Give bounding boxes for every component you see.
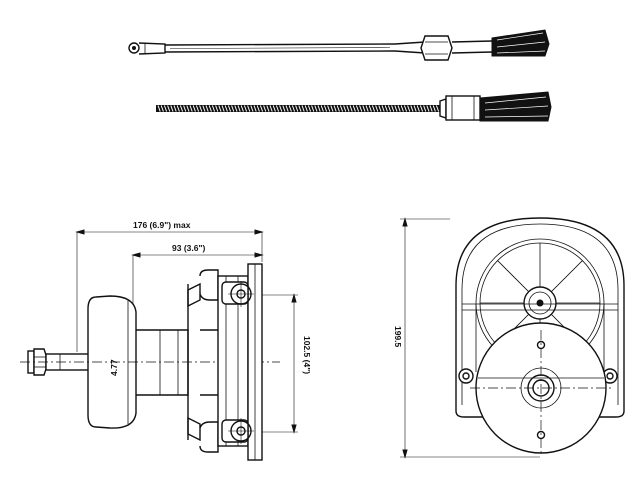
corner-bolt-left — [458, 368, 474, 384]
helm-front-view: 199.5 — [393, 217, 625, 459]
dim-bolt-spacing: 102.5 (4") — [262, 293, 312, 434]
cable-helical-core — [156, 91, 552, 122]
dim-overall-length-label: 176 (6.9") max — [133, 220, 191, 230]
dim-bolt-spacing-label: 102.5 (4") — [302, 336, 312, 374]
cable-rod-end — [128, 29, 550, 61]
dim-front-height: 199.5 — [393, 217, 540, 459]
helm-face-disc — [470, 322, 612, 455]
dim-overall-length: 176 (6.9") max — [75, 220, 264, 352]
dim-shaft-height-label: 4.77 — [109, 359, 119, 376]
dim-mount-depth-label: 93 (3.6") — [172, 243, 205, 253]
dim-front-height-label: 199.5 — [393, 326, 403, 348]
helm-side-view: 176 (6.9") max 93 (3.6") 4.77 — [20, 220, 312, 461]
upper-bolt-boss — [221, 281, 254, 307]
lower-bolt-boss — [221, 418, 254, 444]
